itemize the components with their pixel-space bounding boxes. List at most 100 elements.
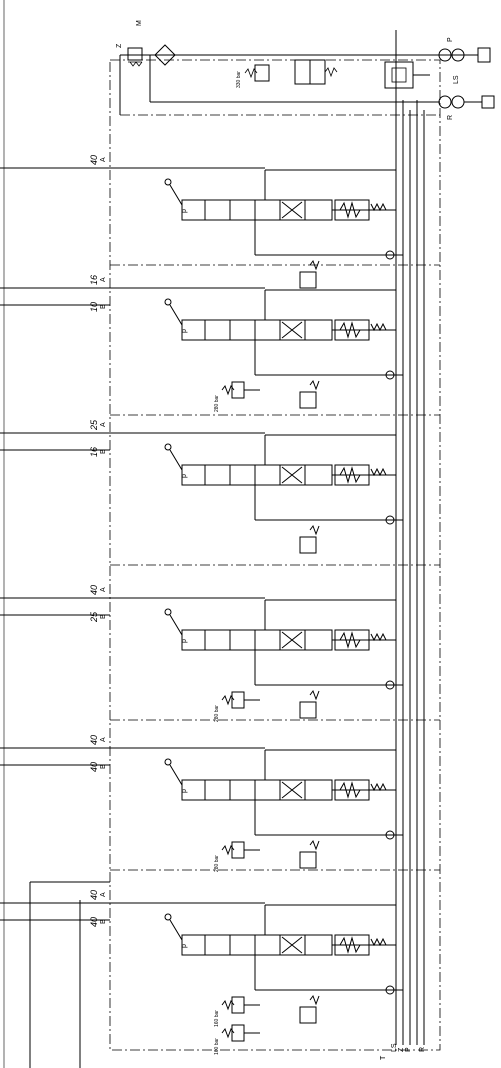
header-block: M Z P R LS 330 bar (116, 20, 495, 120)
port-p-label: P (447, 37, 454, 42)
flow-top-label: 25 (89, 419, 99, 431)
compensator (299, 851, 317, 869)
port-ls-label: LS (453, 75, 460, 84)
main-relief-valve (254, 64, 270, 82)
check-valve (385, 250, 395, 260)
bottom-port-r: R (419, 1047, 426, 1052)
port-z-label: Z (116, 43, 123, 48)
relief-label: 280 bar (214, 395, 220, 412)
spool-label: p (181, 639, 188, 643)
crossover-arrows (281, 631, 303, 649)
return-spring (370, 202, 387, 212)
port-b-letter: B (100, 919, 107, 924)
relief-spring (221, 999, 235, 1011)
relief-label: 160 bar (214, 1038, 220, 1055)
check-valve (385, 680, 395, 690)
port-a-letter: A (100, 422, 107, 427)
relief-spring (221, 694, 235, 706)
return-spring (370, 782, 387, 792)
check-valve (385, 370, 395, 380)
flow-top-label: 16 (89, 275, 99, 285)
flow-bottom-label: 40 (89, 917, 99, 927)
main-relief-label: 330 bar (236, 71, 242, 88)
lever (169, 304, 183, 326)
lever (169, 614, 183, 636)
compensator-spring (309, 689, 320, 701)
check-valve (385, 985, 395, 995)
compensator (299, 391, 317, 409)
flow-top-label: 40 (89, 585, 99, 595)
compensator-spring (309, 994, 320, 1006)
return-spring (370, 322, 387, 332)
relief-label: 280 bar (214, 855, 220, 872)
flow-bottom-label: 25 (89, 611, 99, 623)
crossover-arrows (281, 781, 303, 799)
compensator (299, 536, 317, 554)
lever (169, 449, 183, 471)
bottom-port-t: T (380, 1055, 387, 1060)
filter-symbol (154, 44, 176, 66)
lever-knob (164, 608, 172, 616)
flow-top-label: 40 (89, 735, 99, 745)
port-a-letter: A (100, 737, 107, 742)
port-m-label: M (136, 20, 143, 26)
port-a-letter: A (100, 157, 107, 162)
compensator-spring (309, 379, 320, 391)
flow-bottom-label: 40 (89, 762, 99, 772)
bottom-port-p: P (405, 1047, 412, 1052)
spool-label: p (181, 209, 188, 213)
lever (169, 184, 183, 206)
relief-spring (221, 384, 235, 396)
crossover-arrows (281, 201, 303, 219)
check-valve (385, 515, 395, 525)
spool-label: p (181, 474, 188, 478)
crossover-arrows (281, 321, 303, 339)
compensator-spring (309, 524, 320, 536)
compensator (299, 1006, 317, 1024)
enclosure-frame (109, 59, 441, 1051)
relief-label: 160 bar (214, 1010, 220, 1027)
port-a-letter: A (100, 587, 107, 592)
lever-knob (164, 913, 172, 921)
compensator-spring (309, 839, 320, 851)
port-b-letter: B (100, 304, 107, 309)
flow-bottom-label: 10 (89, 302, 99, 312)
return-spring (370, 632, 387, 642)
return-spring (370, 467, 387, 477)
lever-knob (164, 298, 172, 306)
relief-spring (221, 1027, 235, 1039)
compensator-spring (309, 259, 320, 271)
lever (169, 919, 183, 941)
port-a-letter: A (100, 277, 107, 282)
flow-top-label: 40 (89, 890, 99, 900)
lever-knob (164, 178, 172, 186)
return-spring (370, 937, 387, 947)
lever-knob (164, 758, 172, 766)
crossover-arrows (281, 466, 303, 484)
compensator (299, 271, 317, 289)
lever-knob (164, 443, 172, 451)
port-b-letter: B (100, 764, 107, 769)
check-valve (385, 830, 395, 840)
port-r-label: R (447, 115, 454, 120)
flow-top-label: 40 (89, 155, 99, 165)
lever (169, 764, 183, 786)
spool-label: p (181, 789, 188, 793)
port-a-letter: A (100, 892, 107, 897)
compensator (299, 701, 317, 719)
bottom-port-ls: LS (391, 1043, 398, 1052)
spool-label: p (181, 944, 188, 948)
port-b-letter: B (100, 614, 107, 619)
port-b-letter: B (100, 449, 107, 454)
bottom-port-z: Z (398, 1047, 405, 1052)
relief-spring (221, 844, 235, 856)
spool-label: p (181, 329, 188, 333)
